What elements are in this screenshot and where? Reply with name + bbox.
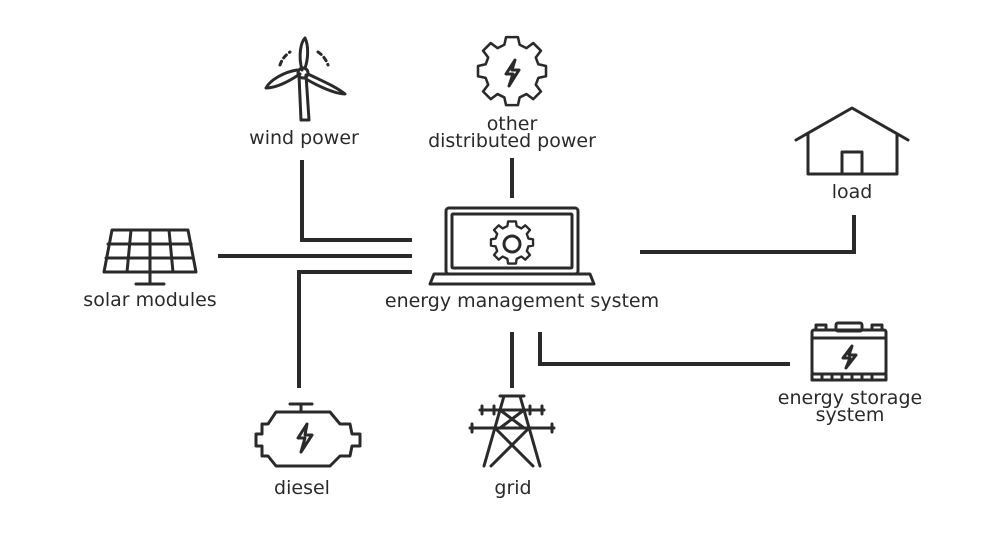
laptop-gear-icon — [428, 206, 596, 286]
power-tower-icon — [468, 394, 556, 468]
label-grid: grid — [494, 477, 532, 499]
engine-icon — [254, 402, 362, 468]
label-energy-storage: energy storage system — [752, 387, 948, 426]
label-load: load — [831, 181, 873, 203]
label-diesel: diesel — [274, 477, 330, 499]
label-other-distributed-power: other distributed power — [412, 113, 612, 152]
label-storage-line1: energy storage — [777, 387, 923, 409]
connector-wind — [300, 160, 412, 242]
connectors — [218, 158, 856, 388]
wind-turbine-icon — [264, 36, 347, 122]
gear-bolt-icon — [476, 35, 548, 107]
label-storage-line2: system — [815, 404, 885, 426]
solar-panel-icon — [102, 228, 198, 286]
battery-icon — [810, 321, 888, 382]
label-other-line2: distributed power — [428, 130, 596, 152]
label-other-line1: other — [486, 113, 538, 135]
connector-load — [640, 215, 856, 254]
connector-diesel — [297, 270, 412, 388]
label-solar-modules: solar modules — [83, 289, 217, 311]
connector-storage — [538, 332, 790, 366]
label-wind-power: wind power — [249, 127, 359, 149]
label-ems: energy management system — [384, 290, 660, 312]
house-icon — [794, 106, 910, 176]
